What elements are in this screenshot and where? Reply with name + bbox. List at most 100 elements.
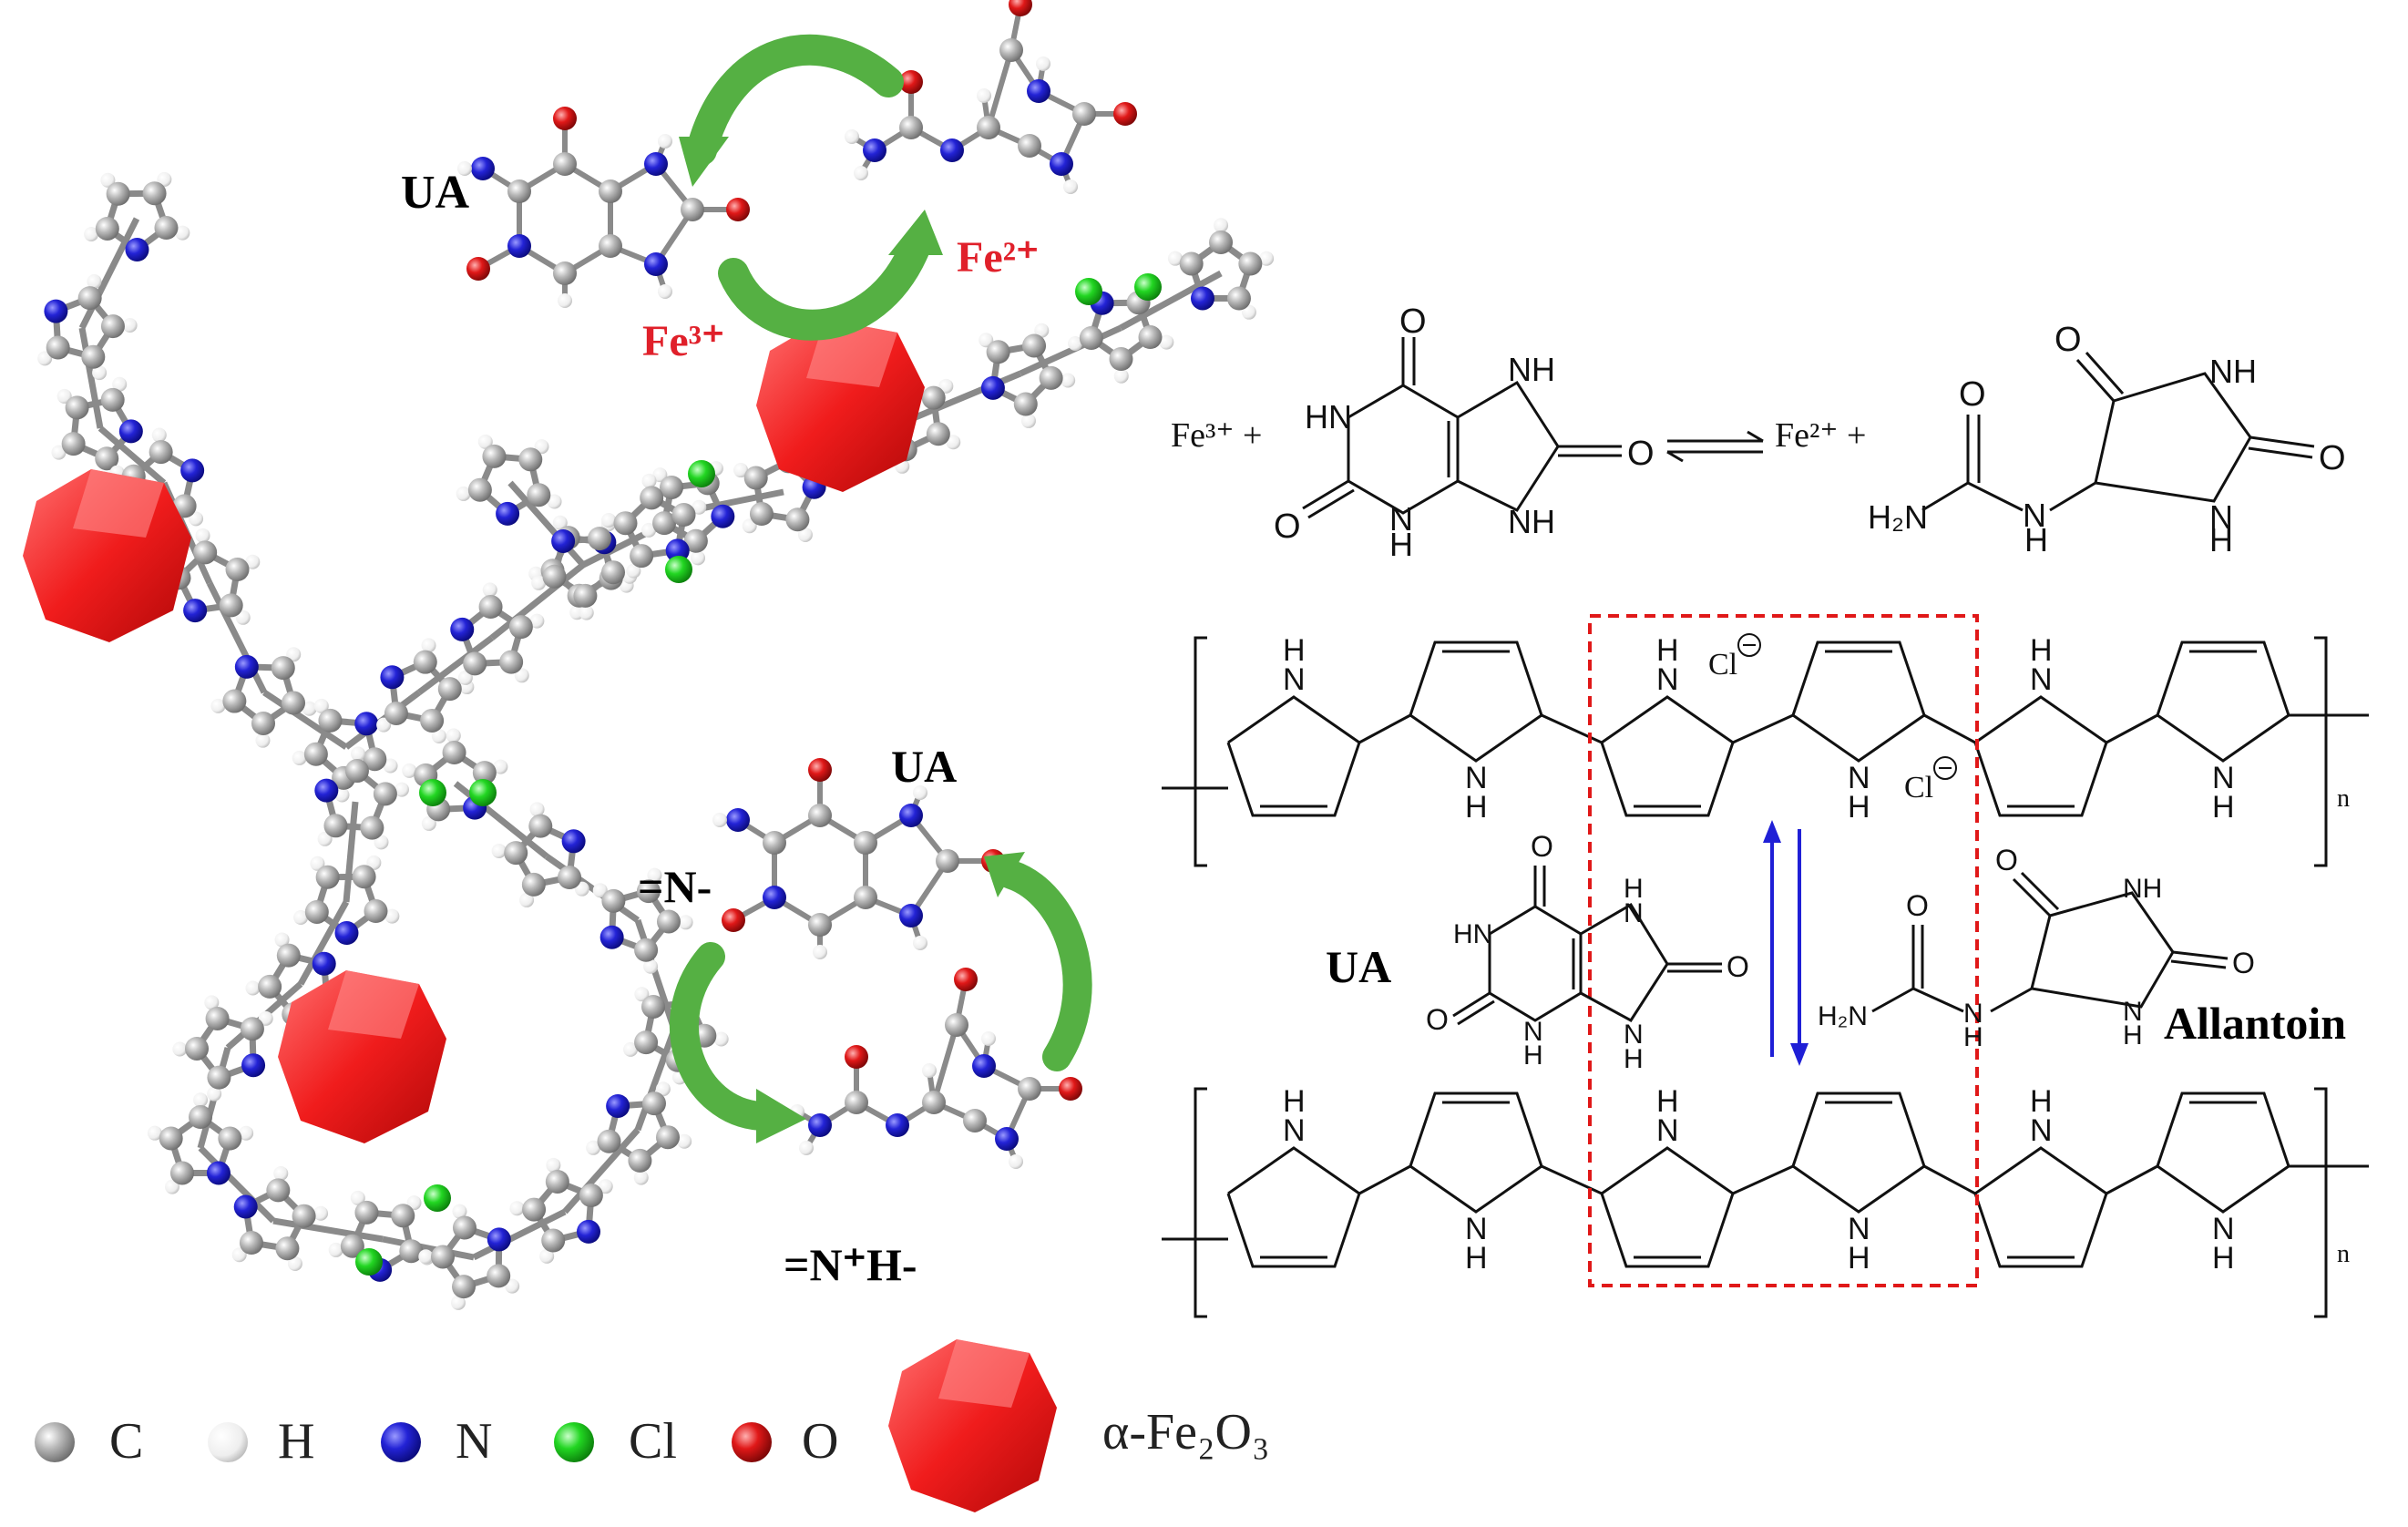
oxygen-atom bbox=[808, 758, 832, 782]
carbon-atom bbox=[899, 116, 923, 139]
chain-bond bbox=[1358, 713, 1411, 744]
carbon-atom bbox=[384, 701, 408, 725]
nitrogen-atom bbox=[180, 458, 205, 483]
chlorine-atom bbox=[355, 1248, 383, 1276]
carbon-atom bbox=[763, 831, 786, 855]
carbon-atom bbox=[1018, 1077, 1041, 1101]
hydrogen-atom bbox=[193, 1092, 209, 1108]
carbon-atom bbox=[671, 503, 696, 528]
atom-h: H bbox=[1624, 874, 1644, 904]
carbon-atom bbox=[81, 344, 106, 369]
hydrogen-atom bbox=[643, 958, 659, 974]
oxygen-atom bbox=[845, 1045, 868, 1069]
carbon-atom bbox=[597, 1129, 621, 1153]
carbon-atom bbox=[1013, 392, 1038, 416]
nitrogen-atom bbox=[726, 808, 750, 832]
atom-h: H bbox=[2123, 1020, 2143, 1050]
pyrrole-ring bbox=[1973, 695, 2108, 817]
carbon-atom bbox=[373, 782, 397, 806]
hydrogen-atom bbox=[350, 1190, 365, 1205]
model-bond bbox=[297, 900, 350, 986]
carbon-atom bbox=[1109, 346, 1133, 371]
carbon-atom bbox=[399, 1239, 424, 1264]
atom-o: O bbox=[1531, 830, 1553, 863]
nitrogen-atom bbox=[644, 152, 668, 176]
hydrogen-atom bbox=[302, 701, 317, 716]
carbon-atom bbox=[420, 708, 445, 733]
hydrogen-atom bbox=[623, 1041, 639, 1057]
hydrogen-atom bbox=[231, 1247, 247, 1263]
pyrrole-ring bbox=[1791, 641, 1926, 763]
carbon-atom bbox=[46, 335, 70, 360]
oxygen-atom bbox=[1059, 1077, 1082, 1101]
hydrogen-atom bbox=[164, 1179, 179, 1194]
nitrogen-atom bbox=[314, 778, 339, 803]
model-bond bbox=[692, 488, 784, 514]
carbon-atom bbox=[1238, 251, 1263, 276]
carbon-atom bbox=[95, 446, 119, 471]
legend-swatch-carbon bbox=[35, 1422, 75, 1462]
chlorine-atom bbox=[1075, 278, 1102, 305]
carbon-atom bbox=[640, 486, 664, 510]
carbon-atom bbox=[921, 385, 946, 410]
carbon-atom bbox=[641, 994, 666, 1019]
atom-h: H bbox=[1624, 1044, 1644, 1074]
carbon-atom bbox=[683, 528, 708, 553]
hydrogen-atom bbox=[922, 1063, 937, 1078]
carbon-atom bbox=[487, 1264, 511, 1288]
label-chloride-2: Cl bbox=[1904, 771, 1933, 804]
label-fe2-top: Fe²⁺ bbox=[957, 233, 1039, 282]
carbon-atom bbox=[482, 444, 507, 468]
model-bond bbox=[343, 801, 359, 903]
nitrogen-atom bbox=[863, 138, 886, 162]
hydrogen-atom bbox=[446, 728, 461, 743]
carbon-atom bbox=[518, 447, 543, 472]
hydrogen-atom bbox=[366, 855, 382, 870]
hydrogen-atom bbox=[245, 554, 261, 569]
hydrogen-atom bbox=[56, 388, 72, 404]
hydrogen-atom bbox=[1159, 334, 1174, 350]
negative-charge-icon bbox=[1737, 633, 1761, 657]
nitrogen-atom bbox=[312, 951, 336, 976]
carbon-atom bbox=[628, 1148, 652, 1173]
hydrogen-atom bbox=[641, 522, 657, 538]
hydrogen-atom bbox=[207, 1086, 222, 1102]
hydrogen-atom bbox=[529, 613, 545, 629]
carbon-atom bbox=[452, 1275, 476, 1299]
legend-swatch-hydrogen bbox=[208, 1422, 248, 1462]
hydrogen-atom bbox=[1241, 304, 1256, 320]
legend-label-oxygen: O bbox=[802, 1413, 838, 1470]
carbon-atom bbox=[963, 1109, 987, 1132]
carbon-atom bbox=[303, 742, 328, 766]
carbon-atom bbox=[323, 814, 348, 838]
atom-nh: N bbox=[1465, 761, 1488, 795]
carbon-atom bbox=[785, 507, 810, 532]
carbon-atom bbox=[344, 759, 369, 784]
chlorine-atom bbox=[665, 556, 692, 583]
hydrogen-atom bbox=[626, 563, 641, 579]
label-protonated-nitrogen: =N⁺H- bbox=[784, 1239, 917, 1290]
hydrogen-atom bbox=[384, 908, 400, 924]
nitrogen-atom bbox=[354, 712, 379, 736]
model-bond bbox=[382, 1235, 475, 1261]
atom-h: H bbox=[1465, 1241, 1488, 1276]
hydrogen-atom bbox=[854, 166, 868, 180]
hydrogen-atom bbox=[1214, 218, 1229, 233]
atom-o: O bbox=[2232, 947, 2255, 979]
hydrogen-atom bbox=[531, 575, 547, 590]
chlorine-atom bbox=[424, 1184, 451, 1212]
carbon-atom bbox=[808, 804, 832, 827]
atom-nh: N bbox=[2030, 1113, 2053, 1148]
carbon-atom bbox=[251, 711, 276, 735]
hydrogen-atom bbox=[189, 511, 204, 527]
label-ua-right: UA bbox=[1326, 941, 1391, 992]
hydrogen-atom bbox=[258, 1010, 273, 1026]
repeat-bracket-right bbox=[2314, 636, 2328, 867]
model-bond bbox=[262, 690, 348, 750]
carbon-atom bbox=[542, 564, 567, 589]
atom-nh: N bbox=[1465, 1212, 1488, 1246]
chain-bond bbox=[2106, 713, 2158, 744]
hydrogen-atom bbox=[592, 883, 608, 898]
hydrogen-atom bbox=[1113, 368, 1129, 384]
